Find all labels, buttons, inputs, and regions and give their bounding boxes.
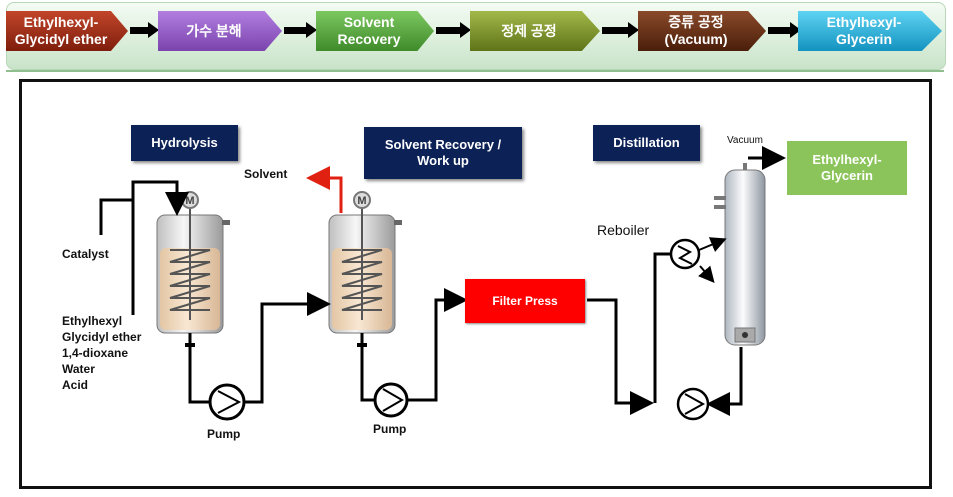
step-label: 가수 분해 — [186, 22, 242, 39]
pump-2-label: Pump — [373, 422, 407, 436]
solvent-recovery-label: Solvent Recovery / Work up — [364, 127, 522, 179]
flow-arrow — [602, 22, 639, 38]
motor-icon — [353, 191, 371, 209]
solvent-outlet — [306, 166, 343, 213]
pump-1 — [208, 383, 246, 421]
distillation-text: Distillation — [613, 135, 680, 150]
step-label: Solvent Recovery — [337, 14, 401, 47]
feed-materials-label: Ethylhexyl Glycidyl ether 1,4-dioxane Wa… — [62, 314, 142, 392]
step-label: 정제 공정 — [501, 22, 557, 39]
step-product: Ethylhexyl- Glycerin — [798, 11, 942, 51]
hydrolysis-reactor — [156, 203, 230, 347]
product-box: Ethylhexyl- Glycerin — [787, 141, 907, 195]
step-purification: 정제 공정 — [470, 11, 600, 51]
reboiler-label: Reboiler — [597, 222, 650, 238]
flow-arrow — [284, 22, 317, 38]
step-solvent-recovery: Solvent Recovery — [316, 11, 434, 51]
step-distillation: 증류 공정 (Vacuum) — [638, 11, 766, 51]
catalyst-label: Catalyst — [62, 247, 109, 261]
flow-arrow — [436, 22, 471, 38]
step-glycidyl-ether: Ethylhexyl- Glycidyl ether — [6, 11, 128, 51]
vacuum-label: Vacuum — [727, 135, 763, 146]
step-label: 증류 공정 (Vacuum) — [664, 14, 728, 47]
flow-arrow — [768, 22, 801, 38]
transfer-line-2 — [360, 288, 468, 402]
feed-lines — [99, 180, 189, 315]
pump-3 — [676, 387, 710, 421]
hydrolysis-text: Hydrolysis — [151, 135, 218, 150]
flow-arrow — [130, 22, 159, 38]
pump-2 — [373, 382, 409, 418]
transfer-line-3 — [587, 252, 743, 416]
recovery-reactor — [328, 203, 402, 347]
step-label: Ethylhexyl- Glycerin — [826, 14, 902, 47]
motor-symbol: M — [357, 195, 366, 207]
distillation-label: Distillation — [593, 125, 700, 161]
step-label: Ethylhexyl- Glycidyl ether — [14, 14, 108, 47]
filter-press-box: Filter Press — [465, 279, 585, 323]
filter-press-text: Filter Press — [492, 294, 558, 308]
hydrolysis-label: Hydrolysis — [131, 125, 238, 161]
solvent-recovery-text: Solvent Recovery / Work up — [384, 137, 502, 168]
motor-symbol: M — [185, 195, 194, 207]
reboiler — [669, 237, 727, 284]
step-hydrolysis: 가수 분해 — [158, 11, 282, 51]
transfer-line-1 — [188, 292, 331, 404]
pump-1-label: Pump — [207, 427, 241, 441]
solvent-label: Solvent — [244, 167, 288, 181]
banner-divider — [6, 70, 944, 72]
product-text: Ethylhexyl- Glycerin — [812, 152, 882, 183]
distillation-column — [714, 163, 766, 346]
